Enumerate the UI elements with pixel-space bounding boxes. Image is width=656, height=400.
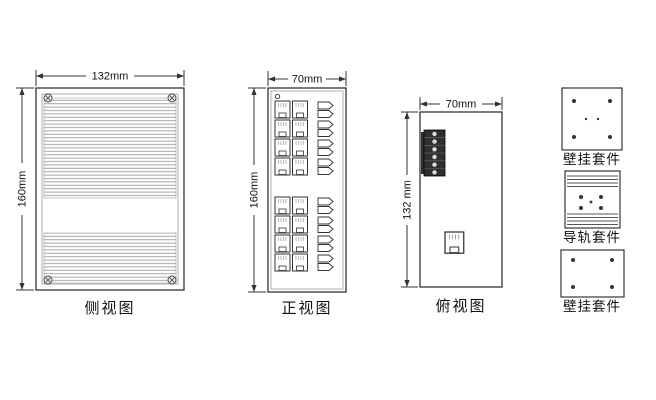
top-view-height-dimension xyxy=(401,111,418,288)
kit-din-rail-label: 导轨套件 xyxy=(563,230,621,245)
front-view-inner-frame xyxy=(270,90,344,290)
front-panel-hole xyxy=(274,93,281,100)
side-view-width-dimension xyxy=(35,70,185,86)
side-view-inner-frame xyxy=(41,93,179,285)
kit-wall-mount-top: 壁挂套件 xyxy=(561,87,623,167)
wall-mount-plate-bottom xyxy=(560,249,625,298)
kit-wall-top-label: 壁挂套件 xyxy=(563,152,621,167)
kit-din-rail: 导轨套件 xyxy=(563,170,621,245)
kit-wall-mount-bottom: 壁挂套件 xyxy=(560,249,625,314)
side-view-label: 侧视图 xyxy=(84,300,135,317)
power-terminal-block xyxy=(421,129,446,177)
top-view-width-dimension xyxy=(419,97,503,110)
top-view: 70mm 132 mm xyxy=(401,97,503,315)
kit-wall-bottom-label: 壁挂套件 xyxy=(563,299,621,314)
din-rail-holes xyxy=(579,195,603,210)
din-rail-bracket xyxy=(564,170,621,229)
side-view-width-dim-label: 132mm xyxy=(92,71,129,83)
side-view-height-dim-label: 160mm xyxy=(17,171,29,208)
front-view-label: 正视图 xyxy=(281,300,332,317)
din-rail-ridges xyxy=(567,175,618,225)
wall-mount-plate-top xyxy=(561,87,623,151)
side-view-fins-upper xyxy=(43,97,177,199)
top-view-width-dim-label: 70mm xyxy=(446,99,477,111)
console-rj45-port xyxy=(444,231,465,254)
side-view-fins-lower xyxy=(43,232,177,284)
top-view-height-dim-label: 132 mm xyxy=(402,180,414,220)
front-view-width-dimension xyxy=(267,71,347,86)
front-view-height-dimension xyxy=(248,87,266,293)
front-view-height-dim-label: 160mm xyxy=(249,172,261,209)
wall-mount-top-holes xyxy=(572,99,612,139)
front-view-width-dim-label: 70mm xyxy=(292,74,323,86)
top-view-label: 俯视图 xyxy=(435,298,486,315)
side-view: 132mm 160mm 侧视图 xyxy=(16,70,185,317)
side-view-height-dimension xyxy=(16,87,34,291)
front-view: 70mm 160mm xyxy=(248,71,347,317)
